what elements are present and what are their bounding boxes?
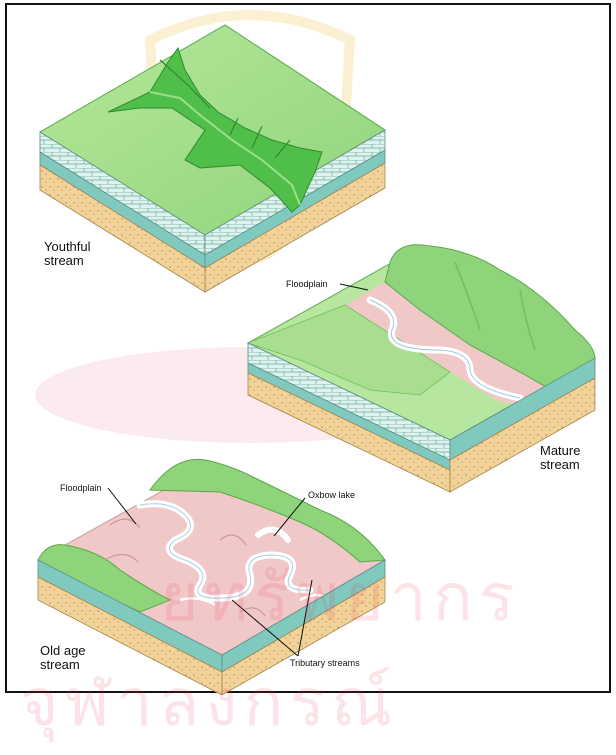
watermark-line-1: ยทรัพยากร	[160, 545, 520, 650]
youthful-stream-label: Youthful stream	[44, 240, 91, 268]
mature-label-line2: stream	[540, 458, 580, 472]
floodplain-mature-label: Floodplain	[286, 279, 328, 289]
old-age-label-line2: stream	[40, 658, 86, 672]
floodplain-old-label: Floodplain	[60, 483, 102, 493]
mature-label-line1: Mature	[540, 444, 580, 458]
youthful-label-line2: stream	[44, 254, 91, 268]
diagram-stage: ยทรัพยากร จุฬาลงกรณ์ Youthful stream Mat…	[0, 0, 616, 695]
youthful-label-line1: Youthful	[44, 240, 91, 254]
old-age-label-line1: Old age	[40, 644, 86, 658]
oxbow-lake-label: Oxbow lake	[308, 490, 355, 500]
old-age-stream-label: Old age stream	[40, 644, 86, 672]
mature-stream-label: Mature stream	[540, 444, 580, 472]
tributary-streams-label: Tributary streams	[290, 658, 360, 668]
